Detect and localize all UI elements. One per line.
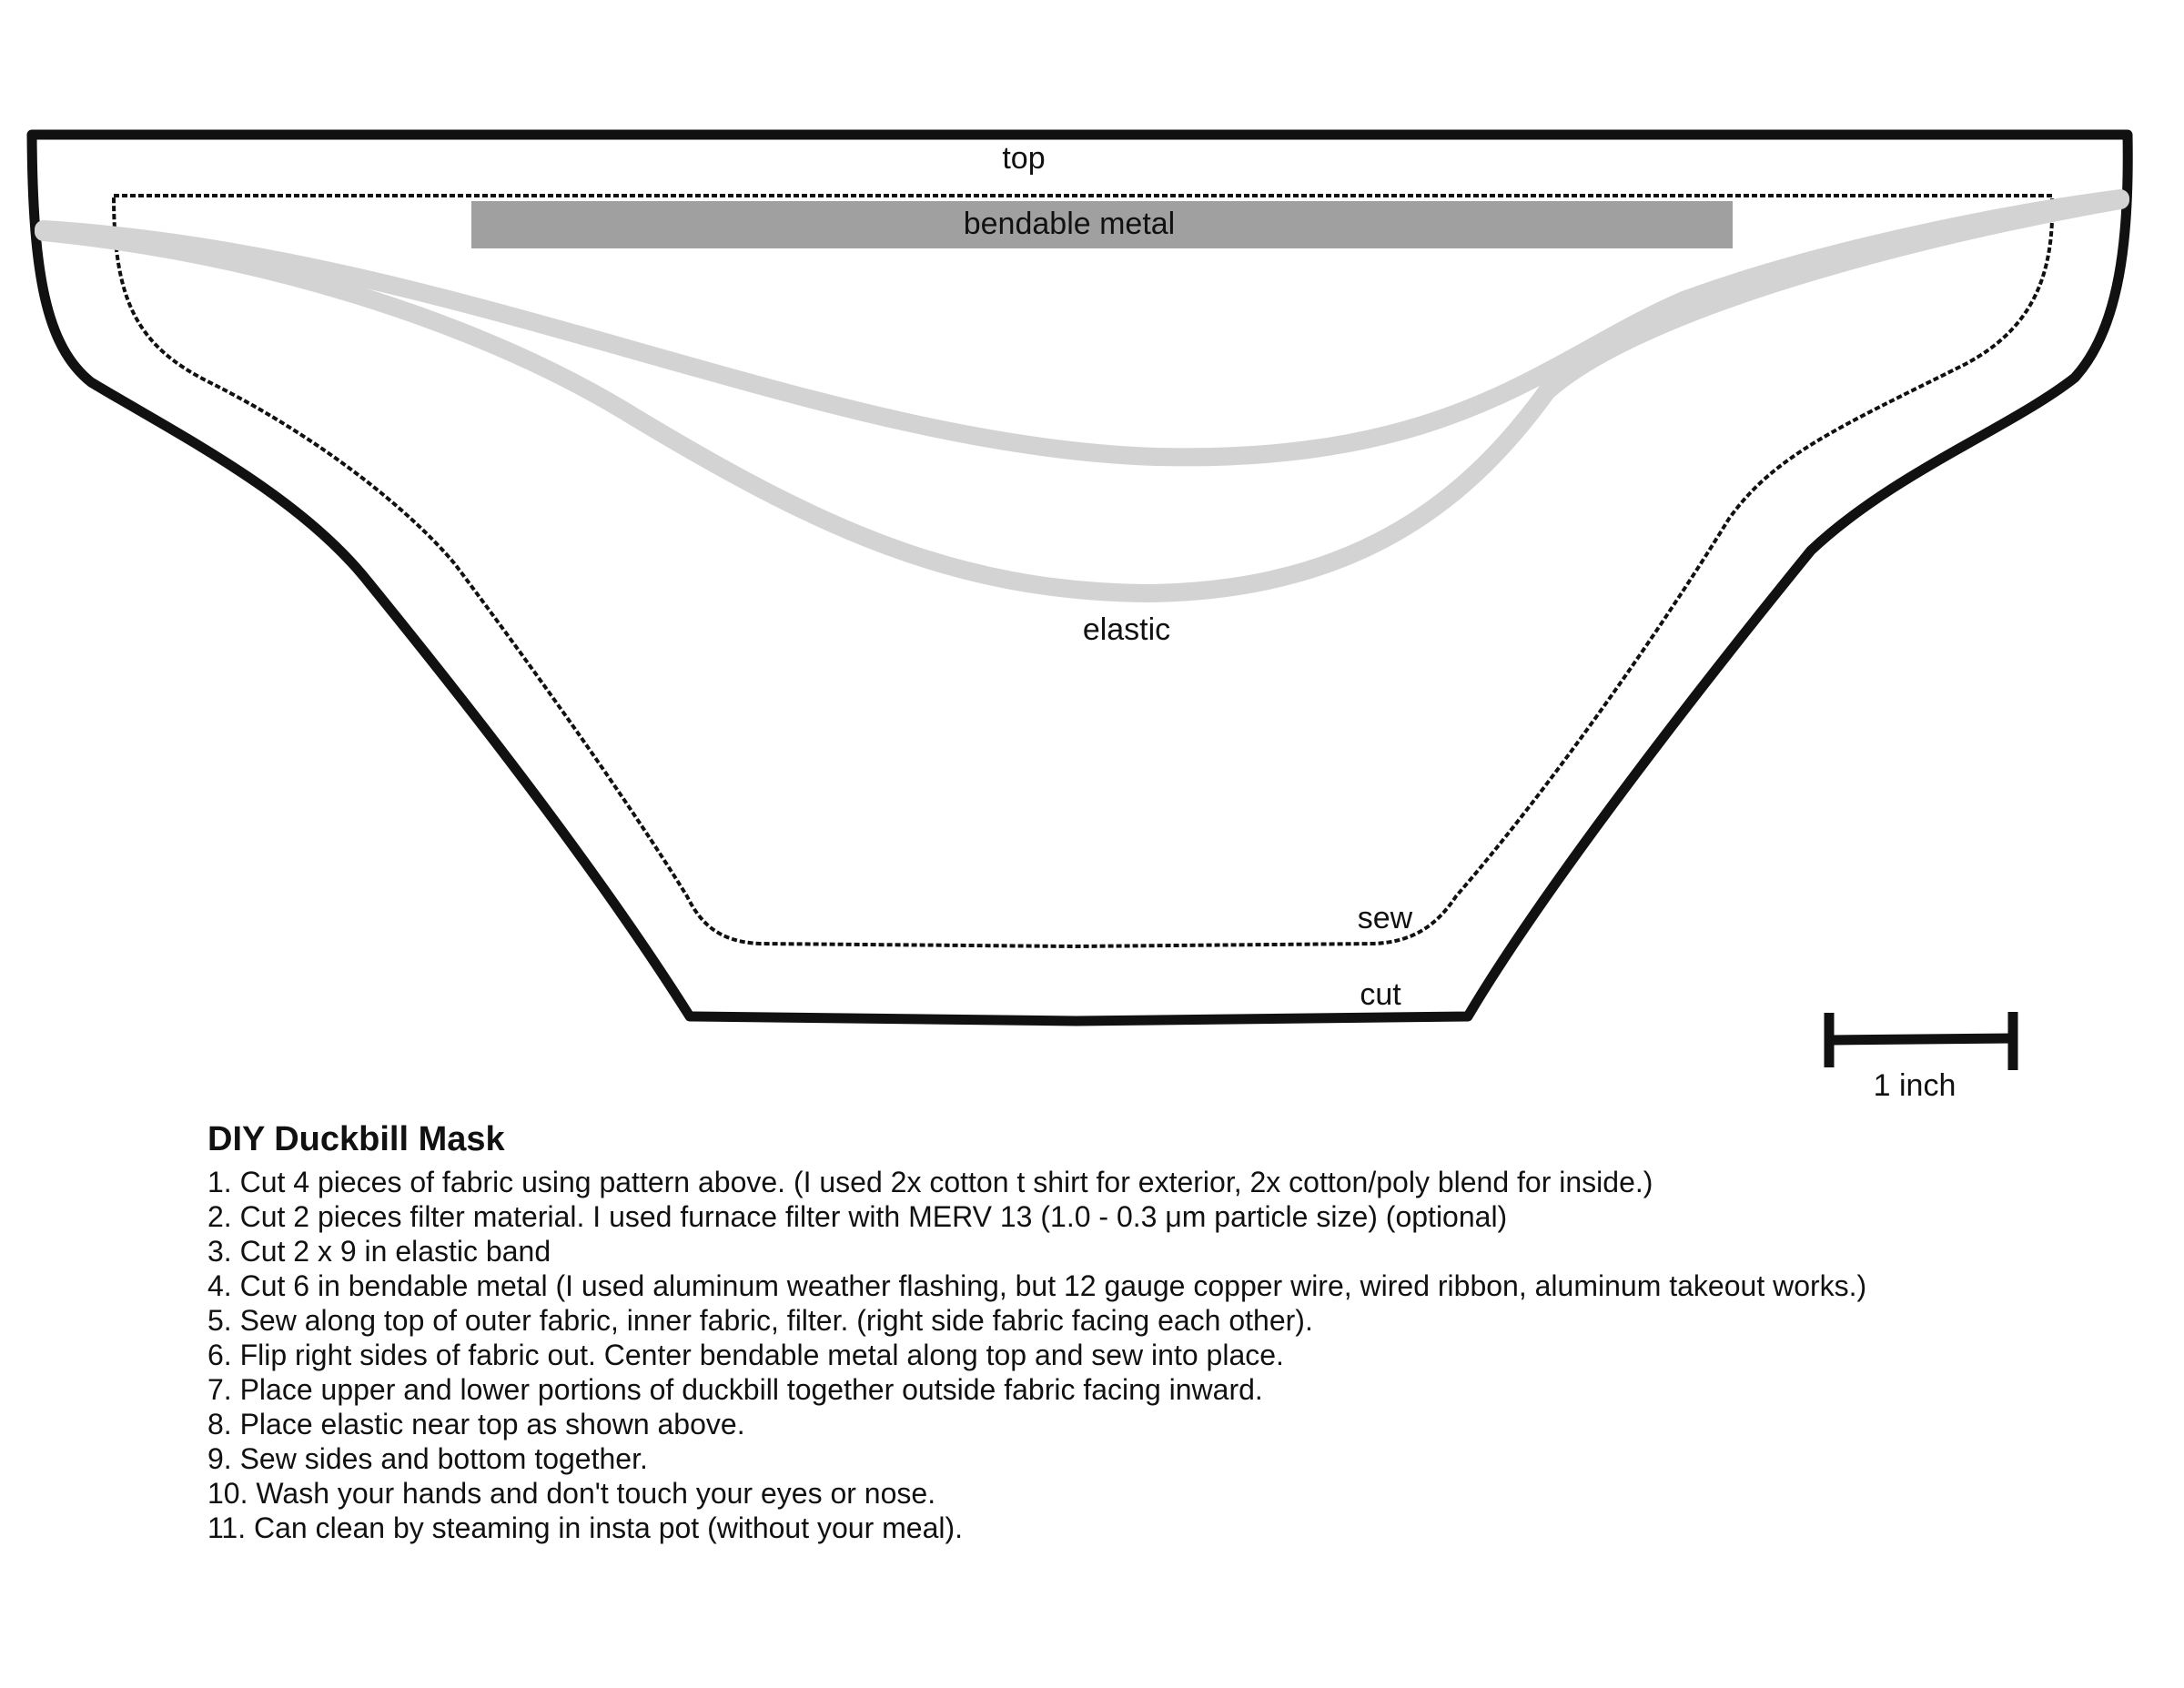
instruction-step: 1. Cut 4 pieces of fabric using pattern … [207,1165,1653,1198]
instruction-step: 6. Flip right sides of fabric out. Cente… [207,1338,1284,1371]
instruction-step: 4. Cut 6 in bendable metal (I used alumi… [207,1269,1867,1302]
label-cut: cut [1360,977,1401,1012]
label-scale: 1 inch [1874,1068,1956,1103]
instruction-step: 5. Sew along top of outer fabric, inner … [207,1303,1313,1337]
bendable-metal-strip [471,201,1733,248]
label-top: top [1002,141,1045,176]
instructions-block: DIY Duckbill Mask 1. Cut 4 pieces of fab… [207,1120,2173,1545]
instruction-step: 9. Sew sides and bottom together. [207,1441,648,1475]
instruction-step: 2. Cut 2 pieces filter material. I used … [207,1199,1508,1233]
instructions-list: 1. Cut 4 pieces of fabric using pattern … [207,1165,2173,1545]
instruction-step: 8. Place elastic near top as shown above… [207,1407,745,1440]
scale-bar [1824,1012,2018,1070]
instructions-title: DIY Duckbill Mask [207,1120,505,1158]
label-bendable-metal: bendable metal [964,207,1176,241]
instruction-step: 10. Wash your hands and don't touch your… [207,1476,936,1510]
label-elastic: elastic [1083,612,1170,647]
instruction-step: 11. Can clean by steaming in insta pot (… [207,1511,964,1544]
cut-outline [26,129,2133,1026]
label-sew: sew [1358,901,1413,935]
instruction-step: 7. Place upper and lower portions of duc… [207,1372,1263,1406]
elastic-band-upper [35,189,2129,467]
instruction-step: 3. Cut 2 x 9 in elastic band [207,1234,551,1268]
elastic-band-lower [35,191,2129,603]
sew-outline [111,194,2055,949]
